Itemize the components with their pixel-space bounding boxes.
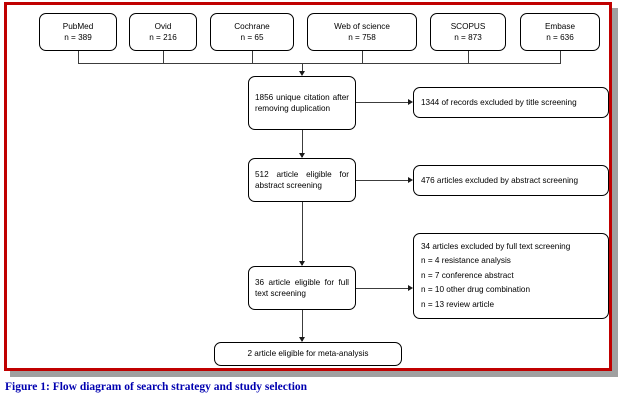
source-box-web-of-science: Web of science n = 758 [307, 13, 417, 51]
stage-text: 512 article eligible for abstract screen… [255, 169, 349, 191]
arrow-fulltext-exclusion [408, 284, 413, 291]
exclusion-text: 1344 of records excluded by title screen… [421, 97, 577, 107]
source-box-pubmed: PubMed n = 389 [39, 13, 117, 51]
arrow-abstract-exclusion [408, 176, 413, 183]
connector-dedup-to-abstract [302, 130, 303, 157]
connector-dedup-to-title-exclusion [356, 102, 410, 103]
exclusion-box-fulltext: 34 articles excluded by full text screen… [413, 233, 609, 319]
exclusion-reason: n = 7 conference abstract [421, 270, 514, 280]
source-name: Cochrane [234, 21, 270, 31]
figure-caption: Figure 1: Flow diagram of search strateg… [5, 381, 308, 393]
connector-pubmed-stem [78, 51, 79, 63]
connector-cochrane-stem [252, 51, 253, 63]
source-count: n = 636 [546, 33, 574, 42]
connector-scopus-stem [468, 51, 469, 63]
arrow-bus-to-dedup [299, 71, 305, 76]
stage-text: 1856 unique citation after removing dupl… [255, 92, 349, 114]
exclusion-reason: n = 10 other drug combination [421, 285, 531, 295]
figure-frame: PubMed n = 389 Ovid n = 216 Cochrane n =… [4, 2, 612, 371]
source-count: n = 389 [64, 33, 92, 42]
arrow-dedup-to-abstract [299, 153, 305, 158]
source-count: n = 758 [348, 33, 376, 42]
stage-box-fulltext-screening: 36 article eligible for full text screen… [248, 266, 356, 310]
source-box-ovid: Ovid n = 216 [129, 13, 197, 51]
exclusion-reason: n = 13 review article [421, 299, 495, 309]
connector-web-of-science-stem [362, 51, 363, 63]
exclusion-header: 34 articles excluded by full text screen… [421, 241, 571, 251]
source-name: PubMed [62, 21, 94, 31]
connector-ovid-stem [163, 51, 164, 63]
stage-box-abstract-screening: 512 article eligible for abstract screen… [248, 158, 356, 202]
source-count: n = 65 [240, 33, 264, 42]
source-count: n = 873 [454, 33, 482, 42]
exclusion-box-title: 1344 of records excluded by title screen… [413, 87, 609, 118]
connector-abstract-to-fulltext [302, 202, 303, 265]
stage-text: 2 article eligible for meta-analysis [247, 349, 369, 359]
exclusion-box-abstract: 476 articles excluded by abstract screen… [413, 165, 609, 196]
stage-box-deduplication: 1856 unique citation after removing dupl… [248, 76, 356, 130]
source-box-scopus: SCOPUS n = 873 [430, 13, 506, 51]
connector-source-bus [78, 63, 561, 64]
stage-box-meta-analysis: 2 article eligible for meta-analysis [214, 342, 402, 366]
source-box-embase: Embase n = 636 [520, 13, 600, 51]
exclusion-text: 476 articles excluded by abstract screen… [421, 175, 579, 185]
source-name: Web of science [334, 21, 390, 31]
connector-abstract-to-exclusion [356, 180, 410, 181]
arrow-title-exclusion [408, 98, 413, 105]
arrow-fulltext-to-final [299, 337, 305, 342]
connector-embase-stem [560, 51, 561, 63]
arrow-abstract-to-fulltext [299, 261, 305, 266]
flow-diagram: PubMed n = 389 Ovid n = 216 Cochrane n =… [7, 5, 609, 368]
connector-fulltext-to-exclusion [356, 288, 410, 289]
source-name: Embase [544, 21, 576, 31]
connector-fulltext-to-final [302, 310, 303, 341]
source-count: n = 216 [149, 33, 177, 42]
connector-bus-to-dedup [302, 63, 303, 74]
stage-text: 36 article eligible for full text screen… [255, 277, 349, 299]
source-name: Ovid [154, 21, 172, 31]
source-box-cochrane: Cochrane n = 65 [210, 13, 294, 51]
exclusion-reason: n = 4 resistance analysis [421, 256, 511, 266]
source-name: SCOPUS [450, 21, 486, 31]
